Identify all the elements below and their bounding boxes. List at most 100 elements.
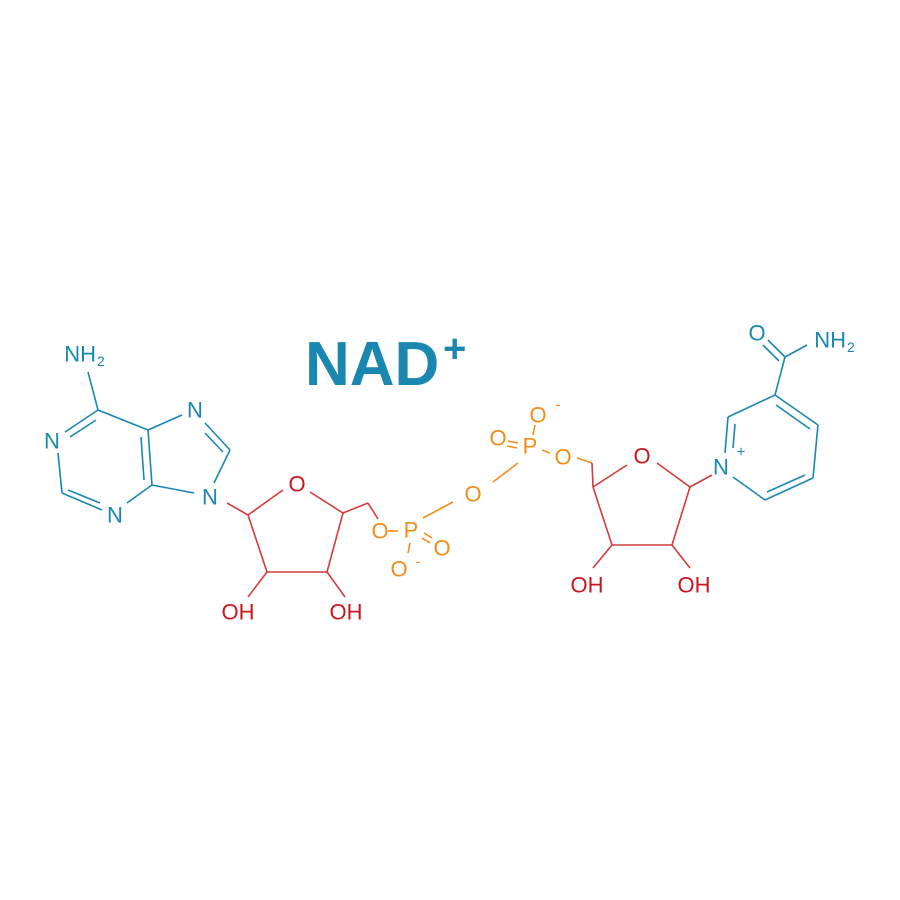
adenine-labels: NH 2 N N N N [44, 342, 218, 528]
atom-nh2-adenine: NH [64, 342, 96, 367]
bond-c2-n3-double [67, 489, 101, 504]
phosphate-left-labels: O P O O - [371, 518, 450, 582]
atom-ring-o-right: O [633, 444, 650, 469]
bond-n7-c8 [204, 422, 231, 451]
atom-ring-o-left: O [288, 472, 305, 497]
bond-c1-c2 [247, 514, 268, 573]
title: NAD + [305, 327, 466, 399]
ribose-right-bonds [591, 462, 713, 569]
title-charge: + [443, 327, 466, 371]
bond-n9-c1 [226, 502, 249, 516]
atom-n9: N [202, 485, 218, 510]
bond-c1-c2-right [671, 486, 691, 546]
bond-p-o-minus-right [532, 424, 536, 436]
atom-oh-2-right: OH [678, 573, 711, 598]
atom-oh-2-left: OH [222, 600, 255, 625]
bond-o-c1-right [656, 462, 691, 488]
bond-p-bridge-o [422, 501, 454, 519]
bond-bridge-o-p-right [492, 462, 519, 483]
bond-c2-n3 [61, 492, 103, 511]
charge-plus: + [737, 444, 746, 461]
bond-c5-c6 [764, 477, 814, 501]
bond-c2-oh [247, 571, 268, 598]
bond-n3-c4 [126, 484, 153, 504]
bond-n-c2 [724, 416, 729, 454]
bond-c4-c5 [812, 424, 819, 479]
bond-p-o-double-a [423, 532, 433, 539]
bond-c8-n9 [213, 449, 231, 484]
atom-o-ester-right: O [554, 445, 571, 470]
atom-bridge-o: O [464, 482, 481, 507]
bond-c6-n [732, 476, 766, 501]
atom-oh-3-left: OH [330, 600, 363, 625]
bond-c3-c4-double [775, 404, 811, 430]
ribose-right-labels: O OH OH [571, 444, 711, 598]
bond-o-c4 [309, 491, 344, 514]
ribose-left-labels: O OH OH [222, 472, 363, 625]
atom-n7: N [187, 398, 203, 423]
atom-o-double-right: O [489, 426, 506, 451]
atom-n-pyridinium: N [713, 455, 729, 480]
bond-c5-o [367, 502, 379, 520]
bond-carbonyl-o [767, 339, 786, 358]
bond-c3-c4-right [592, 486, 613, 546]
phosphate-left-bonds [388, 501, 454, 554]
bond-c5-c6-double [766, 474, 806, 493]
charge-minus-left: - [416, 554, 421, 571]
bond-c5-c4-right [591, 462, 594, 488]
bond-n-c2-double [732, 423, 736, 449]
bond-o-c5-right [576, 457, 593, 464]
bond-c4-o-right [592, 464, 628, 488]
bond-c2-oh-right [671, 544, 691, 569]
bond-c5-c4-double [140, 436, 145, 481]
bond-carbonyl-nh2 [784, 344, 808, 358]
atom-n1: N [44, 429, 60, 454]
bond-p-o-minus-left [407, 542, 411, 554]
phosphate-right-bonds [506, 424, 593, 464]
bond-n7-c8-double [204, 432, 224, 453]
atom-nh2-amide: NH [814, 328, 846, 353]
bridge-bonds [492, 462, 519, 483]
bond-c6-n1 [64, 409, 99, 433]
nicotinamide-labels: N + O NH 2 [713, 321, 855, 480]
bond-c3-c4 [774, 394, 819, 426]
bond-c5-c4 [147, 429, 153, 486]
bond-c6-nh2 [87, 371, 99, 411]
bond-p-o-ester-right [541, 449, 551, 454]
atom-n3: N [107, 503, 123, 528]
atom-p-right: P [523, 434, 538, 459]
bond-p-o-double-b [421, 537, 431, 544]
bond-c6-n1-double [69, 419, 97, 438]
ribose-left-bonds [226, 489, 379, 598]
bond-c3-c4 [326, 512, 344, 573]
atom-carbonyl-o: O [748, 321, 765, 346]
bond-p-o-double-right-b [506, 445, 518, 449]
bond-c3-oh-right [592, 544, 613, 569]
bond-c3-carbonyl [774, 356, 786, 396]
bond-c4-n9 [151, 484, 195, 494]
bond-c6-c5 [97, 409, 149, 431]
bond-c4-c5 [342, 502, 369, 514]
atom-nh2-adenine-subscript: 2 [97, 353, 105, 369]
atom-p-left: P [404, 518, 419, 543]
adenine-bonds [57, 371, 231, 511]
atom-o-minus-left: O [390, 557, 407, 582]
atom-o-minus-right: O [529, 403, 546, 428]
bond-carbonyl-o-double [762, 344, 780, 362]
atom-nh2-amide-subscript: 2 [847, 339, 855, 355]
charge-minus-right: - [556, 397, 561, 414]
bond-c1-o [247, 489, 284, 516]
atom-oh-3-right: OH [571, 573, 604, 598]
atom-o-ester-left: O [371, 519, 388, 544]
nicotinamide-bonds [724, 339, 819, 501]
bond-n1-c2 [57, 452, 63, 494]
title-main: NAD [305, 330, 439, 399]
bond-c1-n-right [689, 474, 713, 488]
bond-c2-c3 [727, 394, 776, 418]
bond-c3-oh [326, 571, 346, 598]
bond-c5-n7 [147, 414, 183, 431]
bond-p-o-double-right-a [507, 440, 519, 444]
phosphate-right-labels: O P O - O [489, 397, 571, 470]
